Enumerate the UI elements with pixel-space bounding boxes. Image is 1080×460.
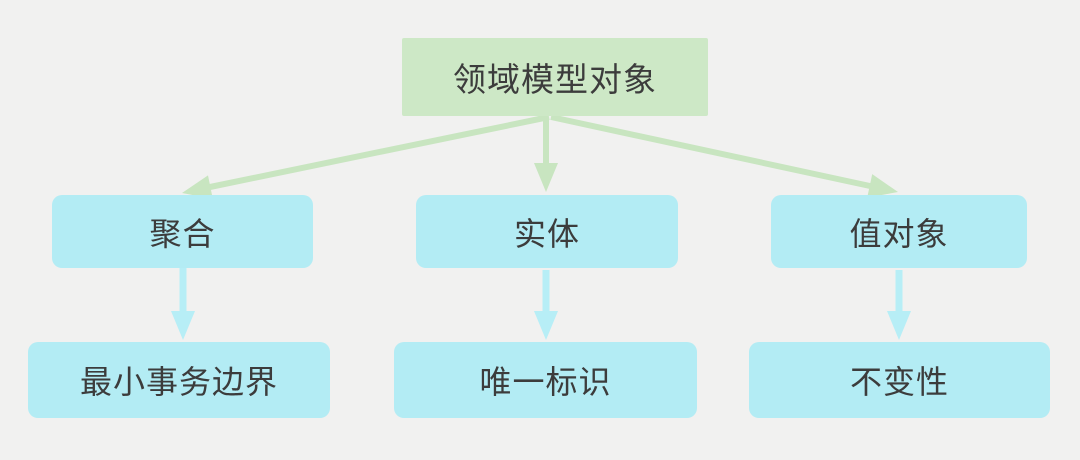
arrow-root-to-entity	[534, 117, 558, 192]
arrow-root-to-value-object	[550, 114, 898, 198]
node-min-transaction-boundary: 最小事务边界	[28, 342, 330, 418]
node-domain-model-object: 领域模型对象	[402, 38, 708, 116]
node-value-object: 值对象	[771, 195, 1027, 268]
node-immutability: 不变性	[749, 342, 1050, 418]
node-unique-identity: 唯一标识	[394, 342, 697, 418]
arrow-root-to-aggregate	[182, 114, 550, 199]
node-entity: 实体	[416, 195, 678, 268]
arrow-value-object-to-immutability	[887, 270, 911, 340]
arrow-aggregate-to-boundary	[171, 268, 195, 340]
arrow-entity-to-identity	[534, 270, 558, 340]
node-aggregate: 聚合	[52, 195, 313, 268]
